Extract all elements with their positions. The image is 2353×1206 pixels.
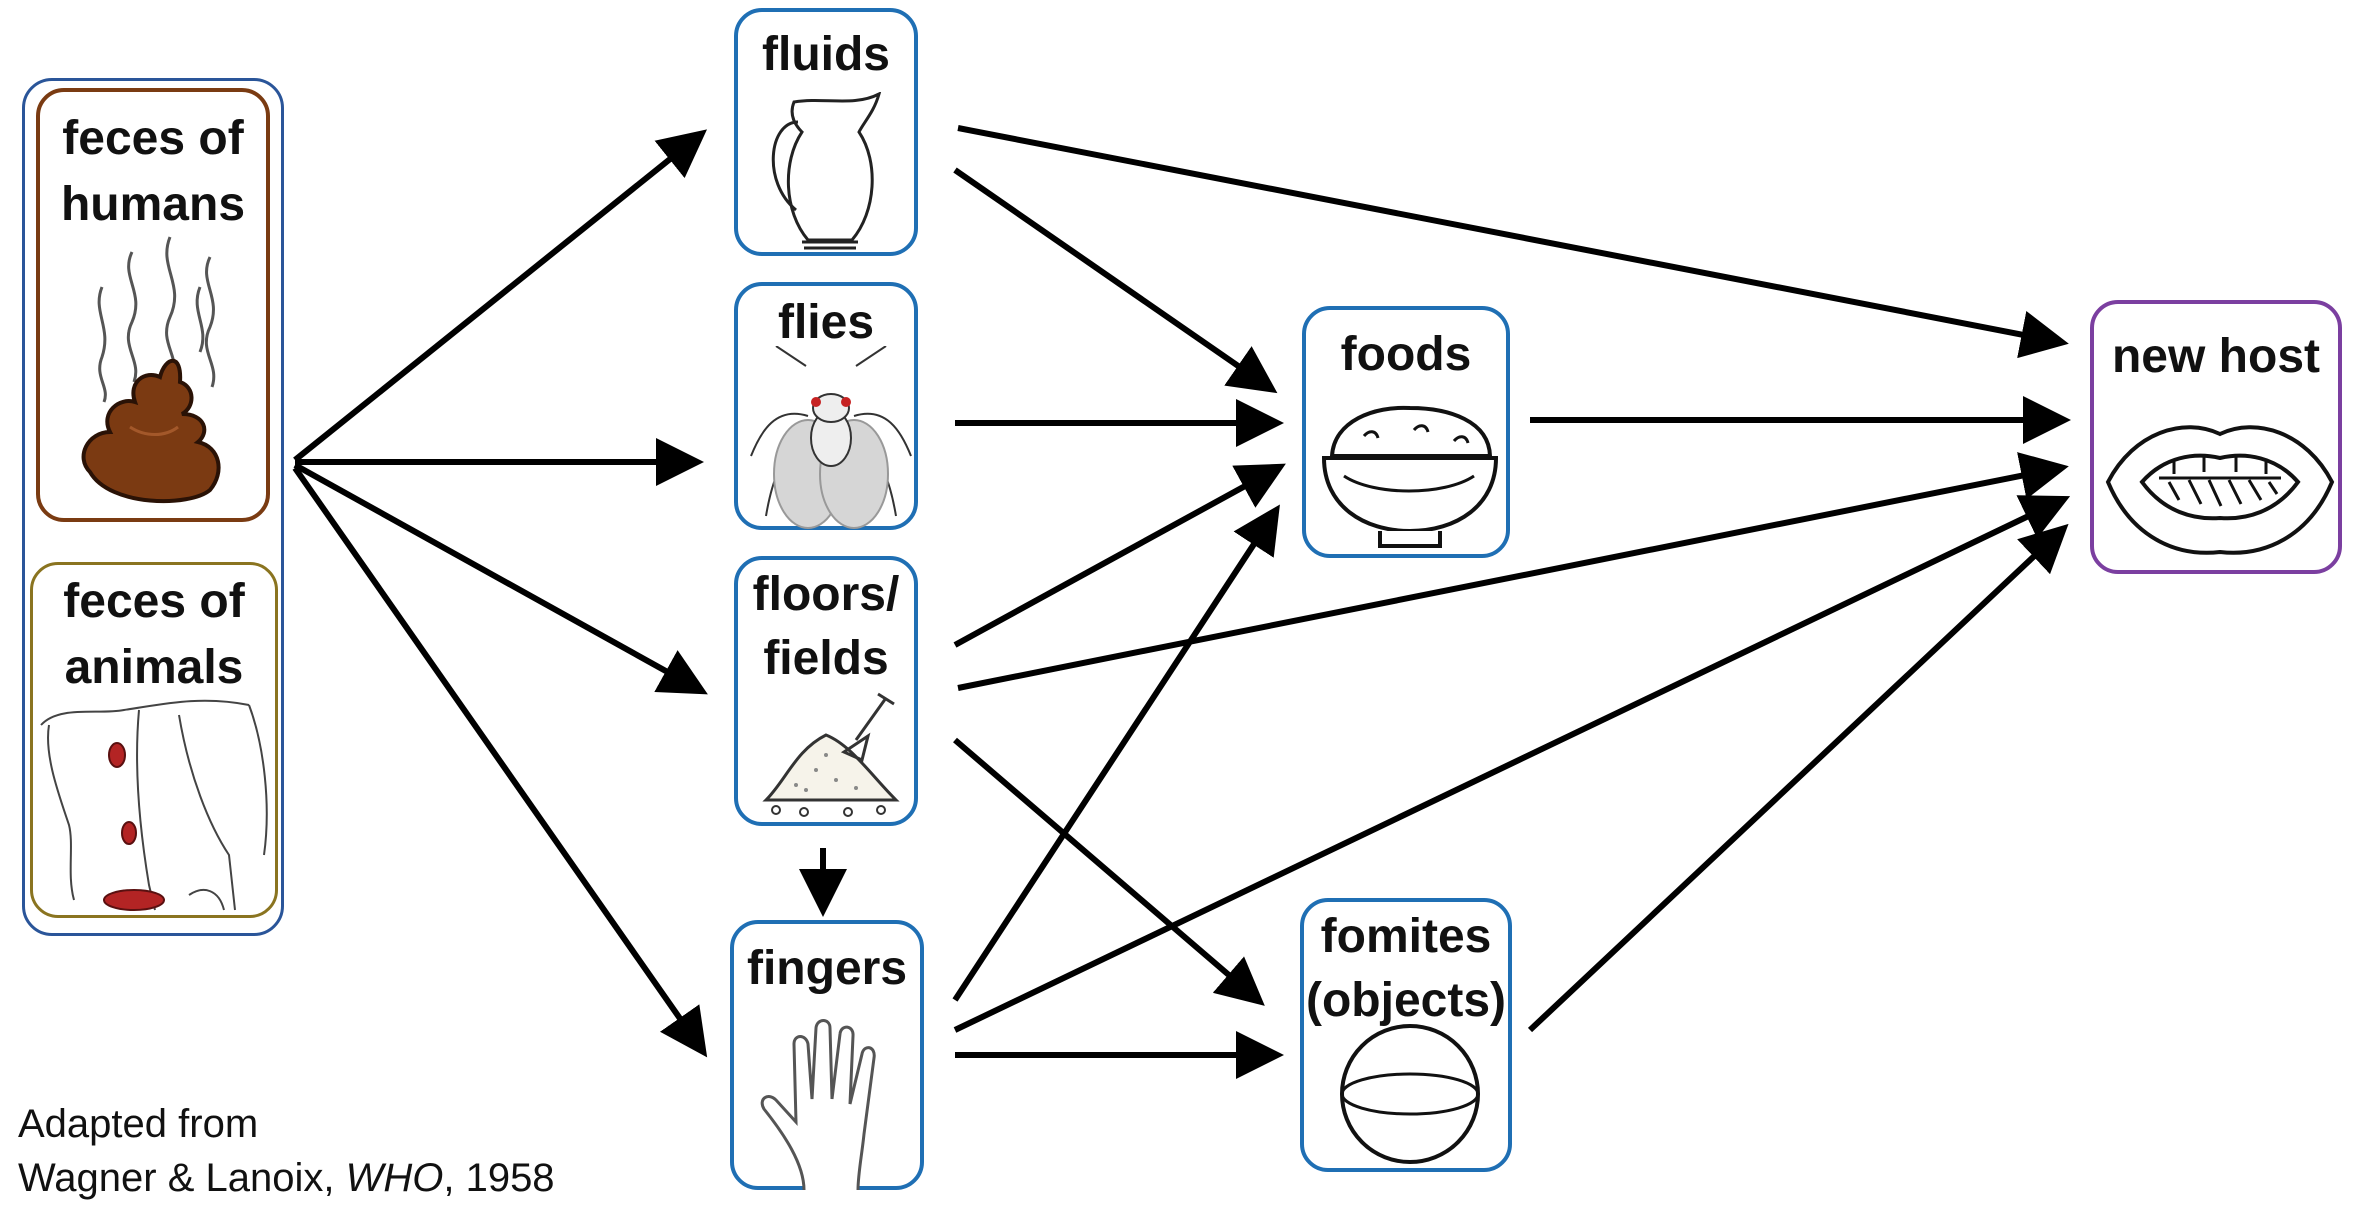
- floors-label-line2: fields: [763, 632, 889, 685]
- credit-line2: Wagner & Lanoix, WHO, 1958: [18, 1150, 555, 1206]
- fomites-objects-node: fomites (objects): [1300, 898, 1512, 1172]
- arrow-fingers-to-new-host: [953, 495, 2071, 1033]
- animals-label-line2: animals: [64, 641, 244, 694]
- arrow-fluids-to-foods: [953, 167, 1278, 394]
- pitcher-icon: [771, 92, 882, 250]
- arrow-fomites-to-new-host: [1527, 523, 2069, 1033]
- feces-of-animals-box: feces of animals: [30, 562, 278, 918]
- floors-fields-node: floors/ fields: [734, 556, 918, 826]
- credit-line1: Adapted from: [18, 1102, 259, 1146]
- animals-label-line1: feces of: [63, 575, 245, 628]
- arrow-feces-to-fingers: [292, 466, 708, 1058]
- fluids-node: fluids: [734, 8, 918, 256]
- foods-label: foods: [1340, 328, 1472, 381]
- arrow-fingers-to-foods: [952, 504, 1280, 1002]
- mouth-icon: [2105, 425, 2335, 555]
- credit-authors: Wagner & Lanoix,: [18, 1156, 346, 1200]
- ball-icon: [1340, 1024, 1480, 1164]
- flies-label: flies: [777, 296, 875, 349]
- humans-label-line1: feces of: [62, 112, 244, 165]
- fingers-node: fingers: [730, 920, 924, 1190]
- arrow-floors-to-fomites: [953, 737, 1265, 1006]
- humans-label-line2: humans: [60, 178, 246, 231]
- flies-node: flies: [734, 282, 918, 530]
- arrow-floors-to-new-host: [957, 452, 2069, 691]
- arrow-fluids-to-new-host: [957, 125, 2069, 359]
- arrow-floors-to-foods: [953, 463, 1286, 648]
- new-host-label: new host: [2111, 330, 2320, 383]
- rice-bowl-icon: [1321, 405, 1499, 548]
- arrow-feces-to-floors: [293, 462, 708, 695]
- hand-icon: [760, 1019, 876, 1190]
- fomites-label-line2: (objects): [1305, 974, 1506, 1027]
- new-host-node: new host: [2090, 300, 2342, 574]
- fluids-label: fluids: [762, 28, 890, 81]
- arrow-feces-to-fluids: [293, 129, 708, 463]
- feces-of-humans-box: feces of humans: [36, 88, 270, 522]
- dirt-shovel-icon: [762, 692, 900, 817]
- cow-droppings-icon: [40, 699, 268, 911]
- floors-label-line1: floors/: [752, 568, 900, 621]
- fly-icon: [750, 346, 912, 529]
- foods-node: foods: [1302, 306, 1510, 558]
- feces-pile-icon: [81, 236, 221, 504]
- fingers-label: fingers: [746, 942, 908, 995]
- fomites-label-line1: fomites: [1320, 910, 1492, 963]
- credit-publisher: WHO: [345, 1156, 444, 1200]
- credit-year: , 1958: [443, 1156, 555, 1200]
